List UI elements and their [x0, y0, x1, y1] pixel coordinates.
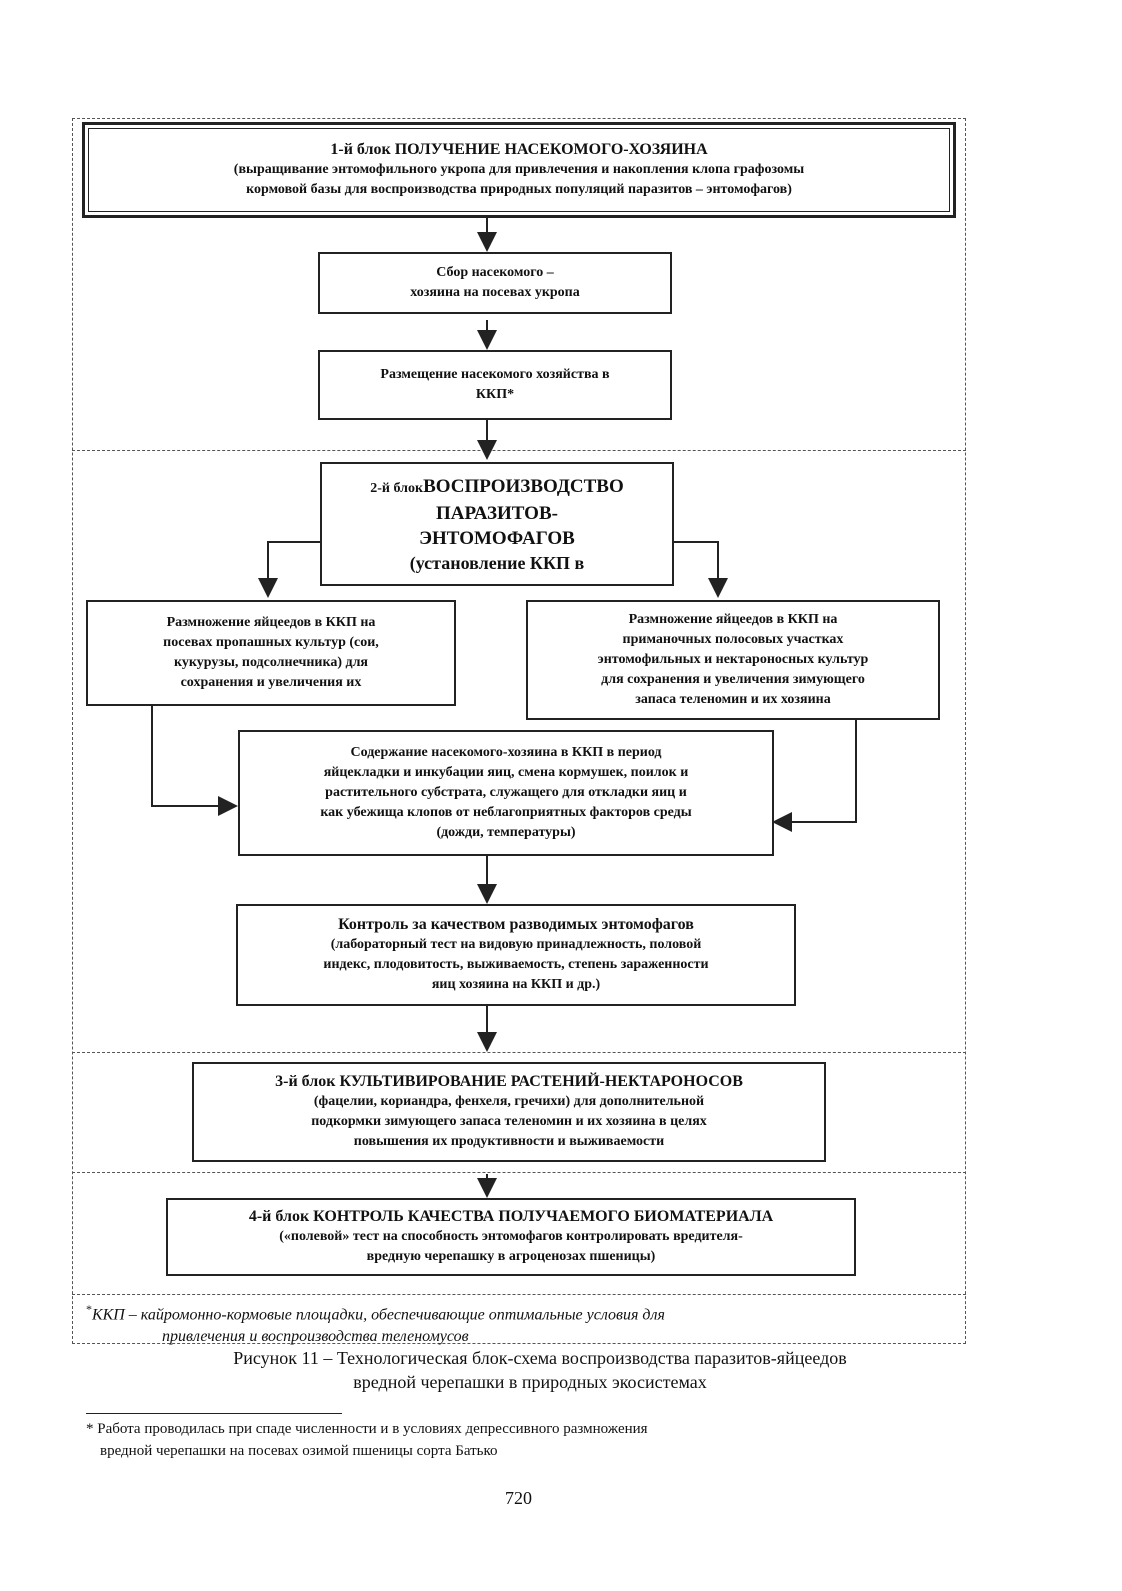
right-branch-line: Размножение яйцеедов в ККП на	[628, 612, 838, 627]
footnote-text: ККП – кайромонно-кормовые площадки, обес…	[92, 1306, 665, 1324]
left-branch-line: кукурузы, подсолнечника) для	[173, 655, 368, 670]
figure-caption: Рисунок 11 – Технологическая блок-схема …	[100, 1346, 980, 1394]
maintenance-box: Содержание насекомого-хозяина в ККП в пе…	[238, 730, 774, 856]
collect-line: Сбор насекомого –	[436, 265, 554, 280]
section-separator-2	[72, 1052, 966, 1053]
place-host-box: Размещение насекомого хозяйства в ККП*	[318, 350, 672, 420]
block3-box: 3-й блок КУЛЬТИВИРОВАНИЕ РАСТЕНИЙ-НЕКТАР…	[192, 1062, 826, 1162]
outer-dashed-frame	[72, 118, 966, 1344]
footnote-rule	[86, 1413, 342, 1414]
block3-line: (фацелии, кориандра, фенхеля, гречихи) д…	[313, 1094, 705, 1109]
block4-title: 4-й блок КОНТРОЛЬ КАЧЕСТВА ПОЛУЧАЕМОГО Б…	[248, 1208, 774, 1225]
block3-title: 3-й блок КУЛЬТИВИРОВАНИЕ РАСТЕНИЙ-НЕКТАР…	[275, 1073, 743, 1090]
block2-title: ВОСПРОИЗВОДСТВО	[423, 476, 624, 497]
caption-line: вредной черепашки в природных экосистема…	[353, 1372, 707, 1392]
left-branch-line: посевах пропашных культур (сои,	[163, 635, 379, 650]
quality-line: индекс, плодовитость, выживаемость, степ…	[323, 957, 709, 972]
page-number: 720	[505, 1488, 532, 1508]
footnote-star: *	[86, 1302, 92, 1316]
block3-line: повышения их продуктивности и выживаемос…	[353, 1134, 665, 1149]
right-branch-line: для сохранения и увеличения зимующего	[601, 672, 865, 687]
caption-line: Рисунок 11 – Технологическая блок-схема …	[233, 1348, 847, 1368]
section-separator-1	[72, 450, 966, 451]
maintenance-line: растительного субстрата, служащего для о…	[325, 785, 687, 800]
place-line: ККП*	[475, 387, 515, 402]
block2-prefix: 2-й блок	[370, 481, 424, 496]
right-branch-line: приманочных полосовых участках	[622, 632, 844, 647]
place-line: Размещение насекомого хозяйства в	[380, 367, 610, 382]
block4-line: («полевой» тест на способность энтомофаг…	[279, 1229, 743, 1244]
maintenance-line: как убежища клопов от неблагоприятных фа…	[320, 805, 692, 820]
block1-title: 1-й блок ПОЛУЧЕНИЕ НАСЕКОМОГО-ХОЗЯИНА	[330, 141, 708, 158]
right-branch-box: Размножение яйцеедов в ККП на приманочны…	[526, 600, 940, 720]
block3-line: подкормки зимующего запаса теленомин и и…	[311, 1114, 707, 1129]
right-branch-line: запаса теленомин и их хозяина	[635, 692, 831, 707]
left-branch-line: Размножение яйцеедов в ККП на	[166, 615, 376, 630]
maintenance-line: Содержание насекомого-хозяина в ККП в пе…	[350, 745, 662, 760]
collect-line: хозяина на посевах укропа	[410, 285, 580, 300]
block4-box: 4-й блок КОНТРОЛЬ КАЧЕСТВА ПОЛУЧАЕМОГО Б…	[166, 1198, 856, 1276]
quality-line: яиц хозяина на ККП и др.)	[431, 977, 601, 992]
block2-line: 2-й блокВОСПРОИЗВОДСТВО	[370, 474, 624, 501]
collect-host-box: Сбор насекомого – хозяина на посевах укр…	[318, 252, 672, 314]
kkp-footnote: *ККП – кайромонно-кормовые площадки, обе…	[86, 1298, 956, 1348]
kkp-footnote-line: *ККП – кайромонно-кормовые площадки, обе…	[86, 1298, 956, 1326]
quality-title: Контроль за качеством разводимых энтомоф…	[338, 916, 694, 933]
section-separator-4	[72, 1294, 966, 1295]
page-footnote-line: * Работа проводилась при спаде численнос…	[86, 1421, 648, 1437]
section-separator-3	[72, 1172, 966, 1173]
maintenance-line: яйцекладки и инкубации яиц, смена кормуш…	[323, 765, 689, 780]
page-footnote: * Работа проводилась при спаде численнос…	[86, 1418, 966, 1462]
block2-box: 2-й блокВОСПРОИЗВОДСТВО ПАРАЗИТОВ- ЭНТОМ…	[320, 462, 674, 586]
kkp-footnote-line: привлечения и воспроизводства теленомусо…	[162, 1328, 469, 1346]
page-footnote-line: вредной черепашки на посевах озимой пшен…	[100, 1443, 498, 1459]
block4-line: вредную черепашку в агроценозах пшеницы)	[366, 1249, 656, 1264]
left-branch-box: Размножение яйцеедов в ККП на посевах пр…	[86, 600, 456, 706]
block1-box: 1-й блок ПОЛУЧЕНИЕ НАСЕКОМОГО-ХОЗЯИНА (в…	[82, 122, 956, 218]
block1-text-line: кормовой базы для воспроизводства природ…	[246, 182, 792, 197]
maintenance-line: (дожди, температуры)	[436, 825, 576, 840]
block2-line: ПАРАЗИТОВ-	[436, 503, 558, 524]
block2-line: ЭНТОМОФАГОВ	[419, 528, 575, 549]
right-branch-line: энтомофильных и нектароносных культур	[597, 652, 869, 667]
quality-line: (лабораторный тест на видовую принадлежн…	[330, 937, 702, 952]
quality-control-box: Контроль за качеством разводимых энтомоф…	[236, 904, 796, 1006]
left-branch-line: сохранения и увеличения их	[180, 675, 362, 690]
block1-text-line: (выращивание энтомофильного укропа для п…	[233, 162, 805, 177]
block2-line: (установление ККП в	[409, 553, 585, 573]
